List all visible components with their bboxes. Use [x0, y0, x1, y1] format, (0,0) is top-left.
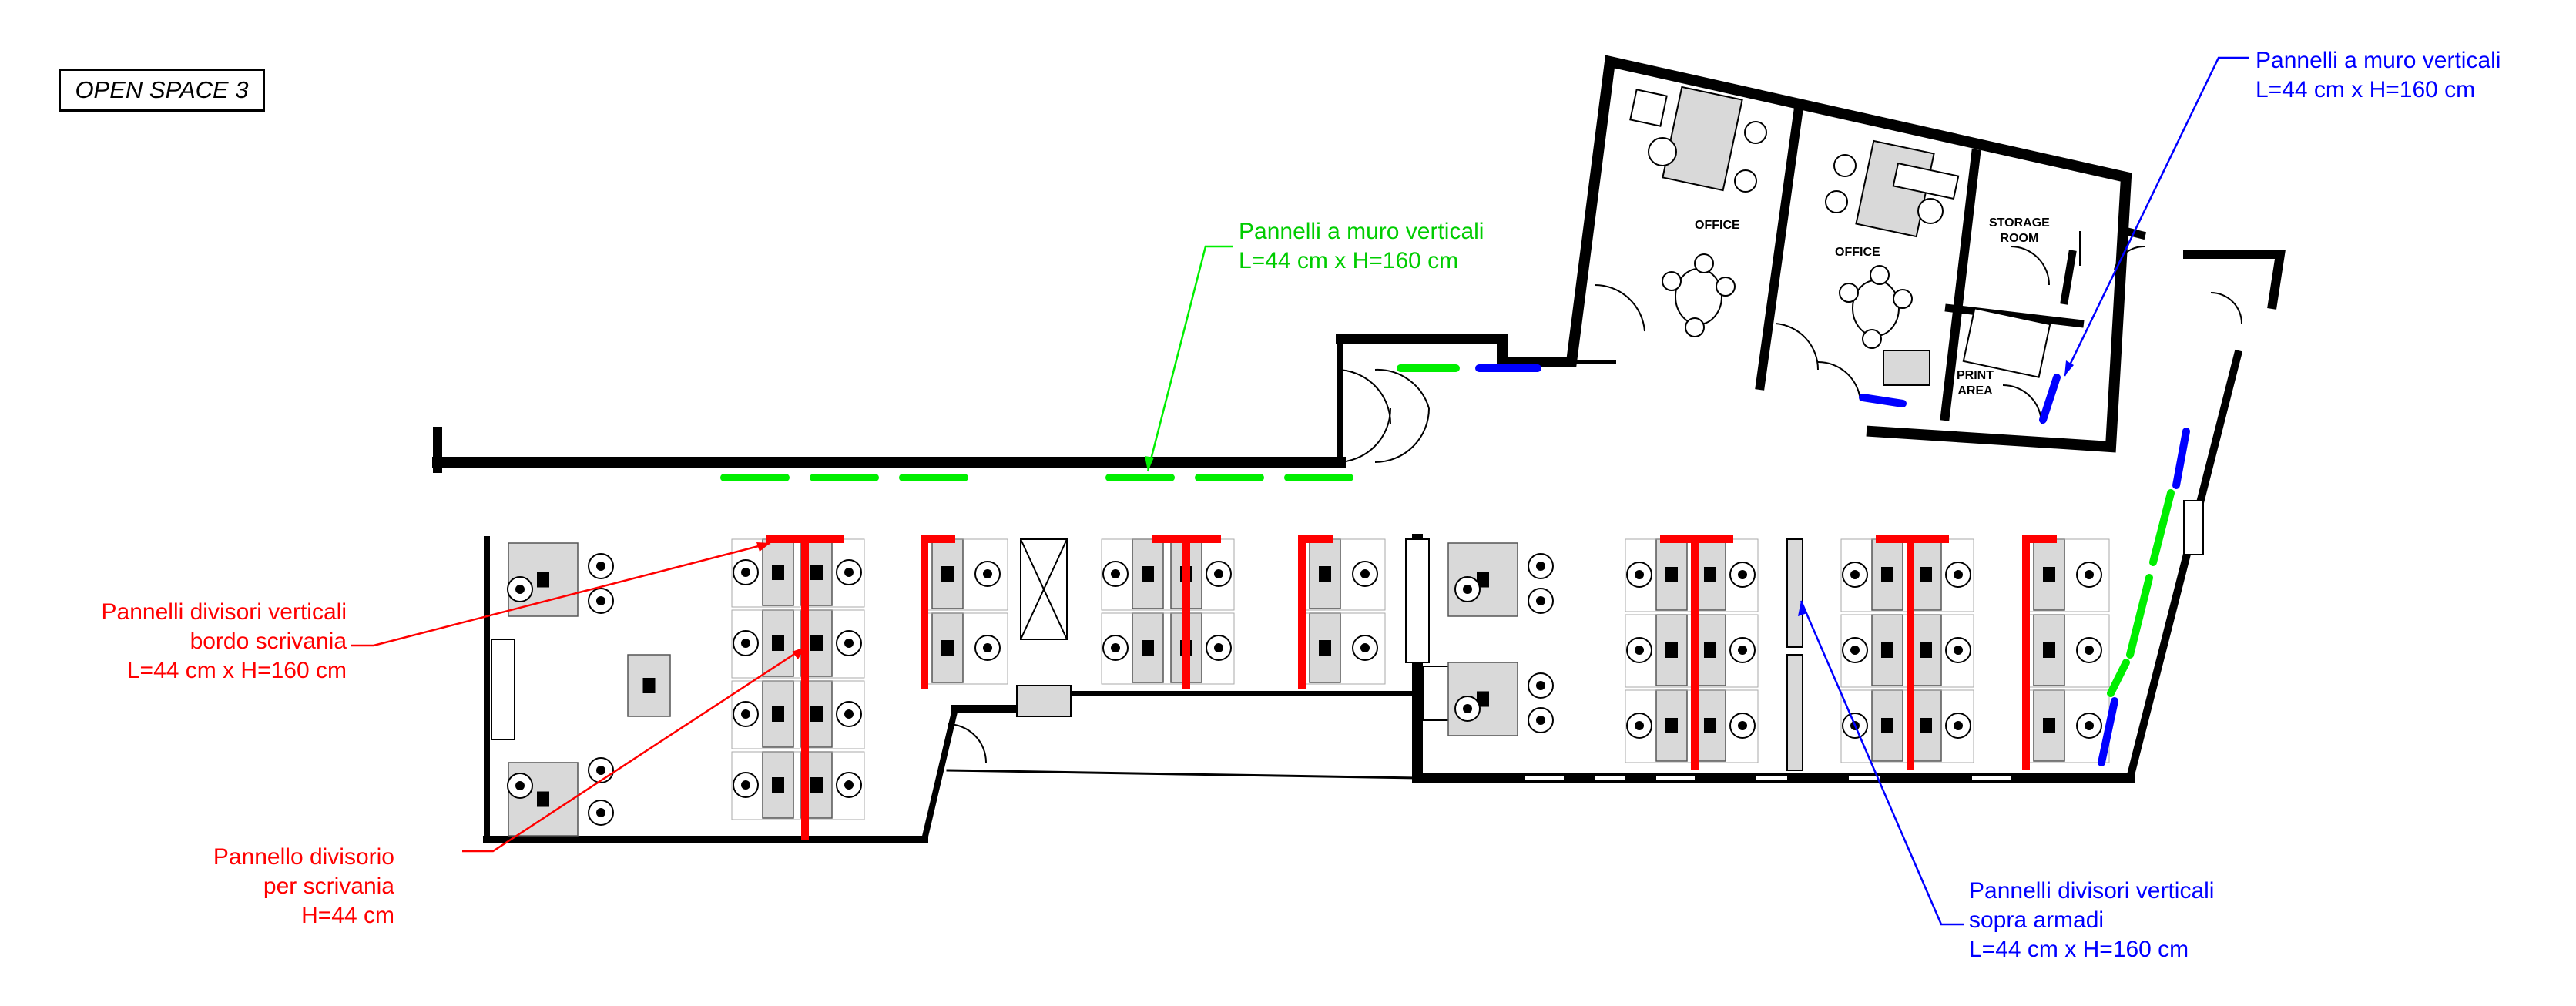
annotation-blue-wall-line-2: L=44 cm x H=160 cm — [2256, 77, 2476, 102]
room-label-print-line-1: PRINT — [1957, 369, 1994, 382]
room-label-office-2: OFFICE — [1835, 246, 1880, 259]
desk — [1309, 538, 1341, 609]
annotation-blue-cab-line-3: L=44 cm x H=160 cm — [1969, 937, 2189, 962]
room-label-office-1: OFFICE — [1695, 219, 1740, 232]
leader-lines — [351, 56, 2249, 926]
annotation-red-panel-line-3: H=44 cm — [301, 903, 394, 928]
room-label-print: PRINT AREA — [1957, 368, 1994, 399]
leader-arrows — [756, 360, 2074, 659]
room-label-storage: STORAGE ROOM — [1989, 216, 2050, 246]
annotation-red-edge-line-2: bordo scrivania — [190, 629, 347, 654]
annotation-red-desk-panel: Pannello divisorio per scrivania H=44 cm — [139, 843, 394, 931]
room-label-storage-line-1: STORAGE — [1989, 216, 2050, 230]
annotation-blue-cabinet-panels: Pannelli divisori verticali sopra armadi… — [1969, 877, 2214, 964]
cabinets — [491, 500, 2204, 771]
annotation-red-desk-edge-panels: Pannelli divisori verticali bordo scriva… — [46, 598, 347, 686]
annotation-blue-wall-line-1: Pannelli a muro verticali — [2256, 48, 2501, 73]
annotation-red-edge-line-3: L=44 cm x H=160 cm — [126, 658, 347, 683]
blue-wall-panels — [1475, 364, 2190, 766]
green-wall-panels — [720, 364, 2175, 697]
desk-clusters — [507, 538, 2110, 837]
drawing-title: OPEN SPACE 3 — [59, 69, 265, 112]
annotation-blue-cab-line-1: Pannelli divisori verticali — [1969, 878, 2215, 904]
room-label-storage-line-2: ROOM — [2000, 232, 2039, 245]
annotation-blue-wall-panels: Pannelli a muro verticali L=44 cm x H=16… — [2256, 46, 2501, 105]
annotation-green-wall-panels: Pannelli a muro verticali L=44 cm x H=16… — [1239, 217, 1484, 276]
red-desk-panels — [766, 535, 2057, 840]
annotation-green-line-1: Pannelli a muro verticali — [1239, 219, 1484, 244]
annotation-red-panel-line-1: Pannello divisorio — [213, 844, 394, 870]
doors — [947, 231, 2242, 763]
room-label-print-line-2: AREA — [1957, 384, 1993, 397]
walls — [432, 55, 2286, 843]
annotation-red-panel-line-2: per scrivania — [263, 874, 394, 899]
office-chairs — [1648, 121, 1944, 349]
annotation-green-line-2: L=44 cm x H=160 cm — [1239, 248, 1459, 273]
annotation-blue-cab-line-2: sopra armadi — [1969, 907, 2105, 933]
annotation-red-edge-line-1: Pannelli divisori verticali — [101, 599, 347, 625]
